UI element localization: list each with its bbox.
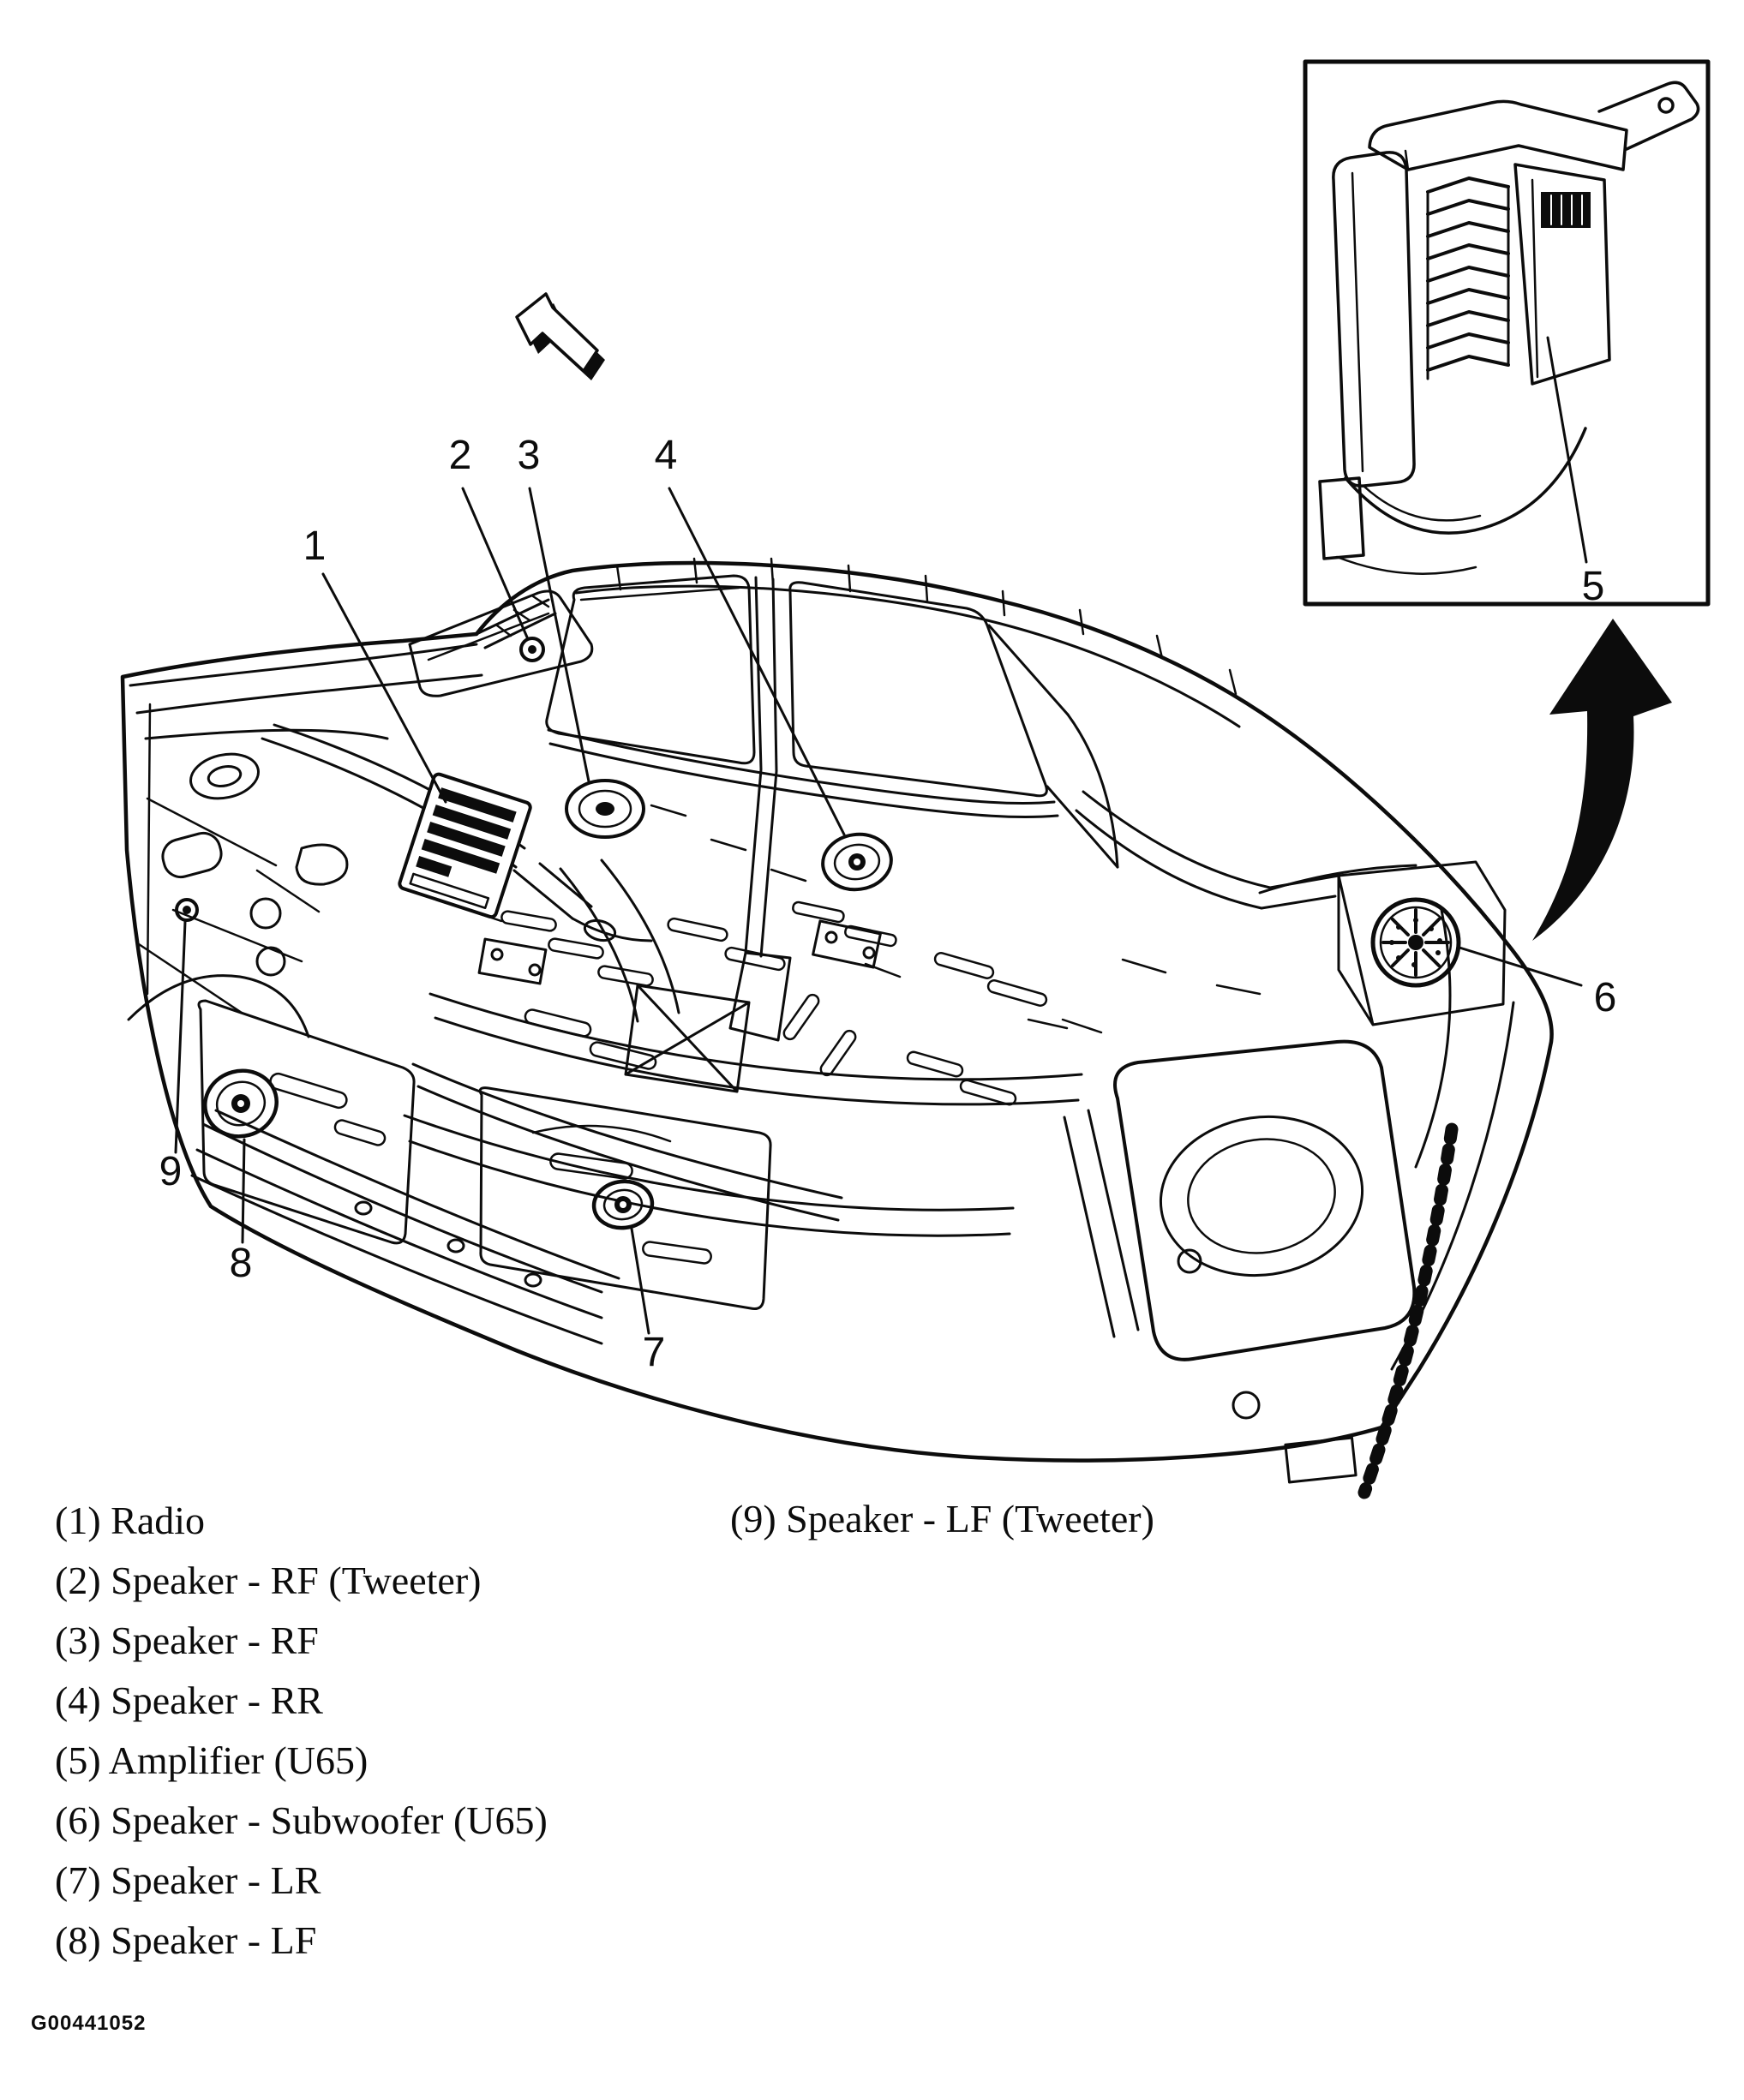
front-door-panel bbox=[197, 999, 416, 1245]
subwoofer-enclosure bbox=[1337, 860, 1507, 1026]
legend-item-6: (6) Speaker - Subwoofer (U65) bbox=[55, 1798, 548, 1842]
speaker-rf-tweeter bbox=[519, 637, 545, 662]
legend-item-2: (2) Speaker - RF (Tweeter) bbox=[55, 1559, 482, 1602]
leader-line-4 bbox=[668, 487, 846, 836]
center-console bbox=[512, 862, 653, 942]
curved-arrow-icon bbox=[1532, 619, 1672, 941]
figure-id: G00441052 bbox=[31, 2012, 147, 2035]
legend-item-9: (9) Speaker - LF (Tweeter) bbox=[730, 1497, 1154, 1541]
leader-line-3 bbox=[528, 487, 590, 783]
inset-frame bbox=[1303, 59, 1711, 607]
floor-pan bbox=[403, 804, 1167, 1237]
leader-line-9 bbox=[174, 920, 187, 1154]
amplifier-inset: 5 bbox=[1303, 59, 1711, 609]
leader-line-5 bbox=[1546, 336, 1588, 564]
subwoofer-speaker bbox=[1370, 897, 1461, 988]
radio-unit bbox=[398, 772, 532, 919]
legend-item-8: (8) Speaker - LF bbox=[55, 1918, 317, 1962]
rear-door-panel bbox=[478, 1086, 772, 1310]
callout-6: 6 bbox=[1594, 975, 1617, 1020]
legend-item-1: (1) Radio bbox=[55, 1499, 206, 1542]
speaker-lr bbox=[591, 1179, 655, 1230]
beltline bbox=[547, 728, 1059, 819]
legend-item-5: (5) Amplifier (U65) bbox=[55, 1738, 369, 1782]
leader-line-1 bbox=[321, 572, 447, 804]
speaker-lf bbox=[203, 1068, 279, 1139]
legend-item-3: (3) Speaker - RF bbox=[55, 1618, 319, 1662]
body-silhouette bbox=[120, 560, 1554, 1463]
heatsink-fins bbox=[1426, 176, 1510, 380]
speaker-rf bbox=[565, 779, 645, 839]
legend-item-4: (4) Speaker - RR bbox=[55, 1678, 323, 1722]
callout-3: 3 bbox=[518, 433, 541, 478]
leader-lines bbox=[174, 487, 1583, 1335]
cowl-structure bbox=[127, 643, 526, 1038]
car-cutaway-drawing bbox=[120, 557, 1554, 1499]
callout-8: 8 bbox=[230, 1241, 253, 1286]
legend-item-7: (7) Speaker - LR bbox=[55, 1858, 321, 1902]
rocker-sills bbox=[190, 1062, 843, 1345]
leader-line-8 bbox=[241, 1138, 246, 1244]
callout-7: 7 bbox=[643, 1330, 666, 1375]
callout-9: 9 bbox=[159, 1149, 183, 1194]
callout-1: 1 bbox=[303, 524, 327, 569]
c-pillar bbox=[987, 624, 1119, 869]
b-pillar bbox=[728, 576, 792, 1042]
leader-line-7 bbox=[630, 1227, 650, 1335]
leader-line-2 bbox=[461, 487, 530, 641]
amplifier-drawing bbox=[1318, 81, 1700, 575]
rear-door-window bbox=[788, 581, 1048, 798]
speaker-rr bbox=[821, 832, 893, 892]
leader-line-6 bbox=[1458, 946, 1583, 987]
speaker-lf-tweeter bbox=[175, 898, 199, 922]
direction-arrow-icon bbox=[515, 292, 605, 380]
rear-structure bbox=[1061, 790, 1515, 1499]
front-door-window bbox=[545, 574, 756, 765]
callout-2: 2 bbox=[449, 433, 472, 478]
callout-5: 5 bbox=[1582, 564, 1605, 609]
callout-4: 4 bbox=[655, 433, 678, 478]
